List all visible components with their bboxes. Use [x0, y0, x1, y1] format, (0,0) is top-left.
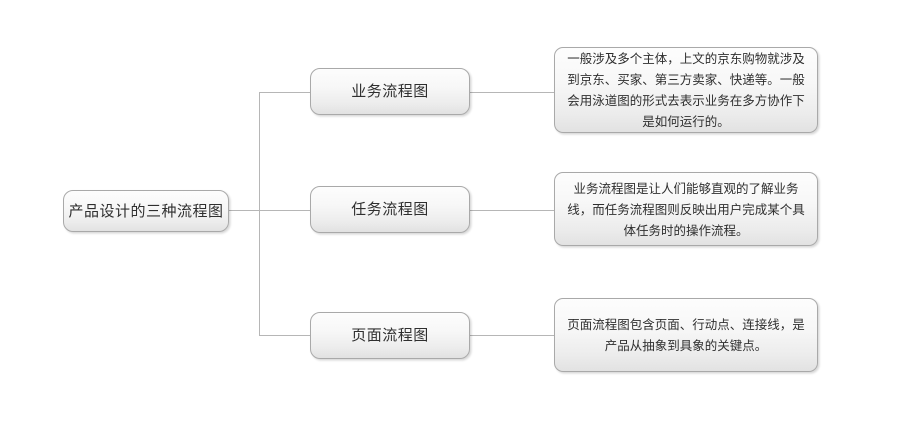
node-branch-task-flow-label: 任务流程图 [351, 200, 429, 218]
connector-trunk-to-branch-3 [259, 335, 311, 336]
node-branch-page-flow[interactable]: 页面流程图 [310, 312, 470, 359]
connector-branch-2-to-desc-2 [470, 210, 555, 211]
connector-trunk-vertical [259, 92, 260, 336]
connector-trunk-to-branch-1 [259, 92, 311, 93]
node-description-business-flow[interactable]: 一般涉及多个主体，上文的京东购物就涉及到京东、买家、第三方卖家、快递等。一般会用… [554, 47, 818, 133]
node-description-page-flow[interactable]: 页面流程图包含页面、行动点、连接线，是产品从抽象到具象的关键点。 [554, 298, 818, 372]
node-description-task-flow[interactable]: 业务流程图是让人们能够直观的了解业务线，而任务流程图则反映出用户完成某个具体任务… [554, 172, 818, 246]
node-branch-business-flow[interactable]: 业务流程图 [310, 68, 470, 115]
connector-trunk-to-branch-2 [259, 210, 311, 211]
node-branch-page-flow-label: 页面流程图 [351, 326, 429, 344]
node-root-label: 产品设计的三种流程图 [68, 201, 224, 220]
node-branch-task-flow[interactable]: 任务流程图 [310, 186, 470, 233]
node-description-page-flow-text: 页面流程图包含页面、行动点、连接线，是产品从抽象到具象的关键点。 [567, 317, 805, 353]
node-description-task-flow-text: 业务流程图是让人们能够直观的了解业务线，而任务流程图则反映出用户完成某个具体任务… [567, 180, 805, 238]
connector-root-to-trunk [229, 210, 260, 211]
connector-branch-3-to-desc-3 [470, 335, 555, 336]
node-description-business-flow-text: 一般涉及多个主体，上文的京东购物就涉及到京东、买家、第三方卖家、快递等。一般会用… [567, 51, 805, 129]
node-root[interactable]: 产品设计的三种流程图 [63, 190, 229, 232]
node-branch-business-flow-label: 业务流程图 [351, 82, 429, 100]
connector-branch-1-to-desc-1 [470, 92, 555, 93]
